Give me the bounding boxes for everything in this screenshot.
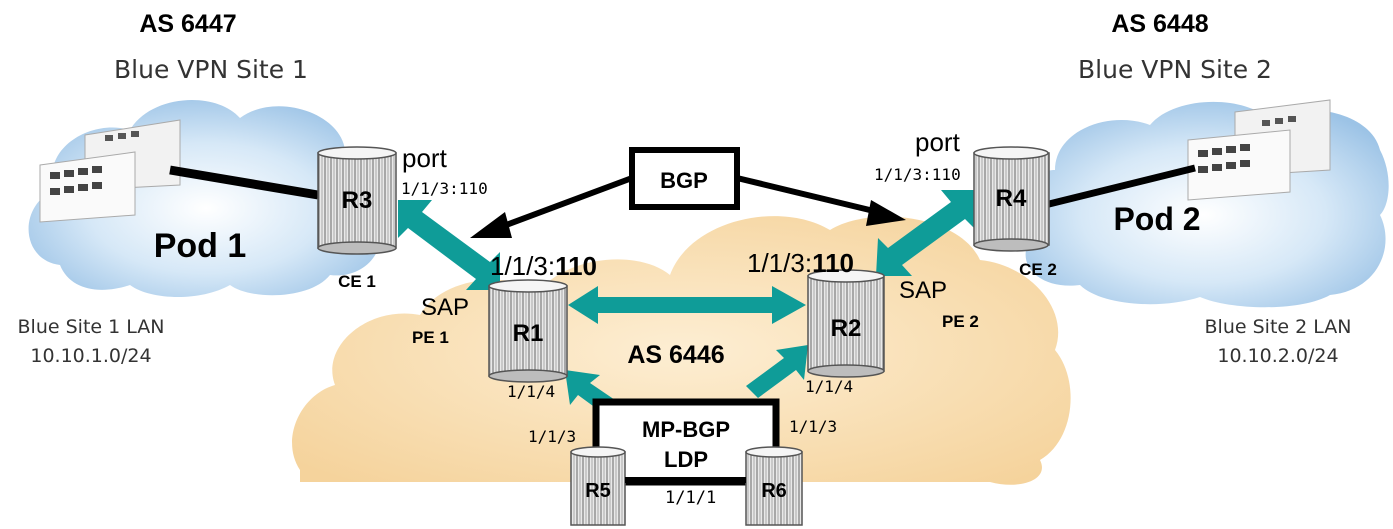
right-site-cloud-icon xyxy=(1018,101,1389,308)
core-as-label: AS 6446 xyxy=(627,341,724,369)
r6-port-113: 1/1/3 xyxy=(789,417,837,436)
left-lan-subnet: 10.10.1.0/24 xyxy=(30,345,151,367)
r1-sap-port: 1/1/3:110 xyxy=(490,251,597,281)
router-r3-icon xyxy=(317,146,397,255)
right-site-name: Blue VPN Site 2 xyxy=(1078,55,1272,84)
left-as-label: AS 6447 xyxy=(139,10,236,38)
router-r1-label: R1 xyxy=(513,320,544,347)
router-r4-icon xyxy=(973,146,1050,252)
r1-port-114: 1/1/4 xyxy=(507,382,555,401)
left-building-icon xyxy=(39,119,181,223)
r2-port-114: 1/1/4 xyxy=(805,377,853,396)
left-site-name: Blue VPN Site 1 xyxy=(114,55,308,84)
router-r2-icon xyxy=(807,269,885,378)
left-lan-link xyxy=(169,165,319,200)
left-lan-title: Blue Site 1 LAN xyxy=(18,316,165,338)
ce1-label: CE 1 xyxy=(338,272,376,291)
r5-port-113: 1/1/3 xyxy=(528,427,576,446)
ce2-label: CE 2 xyxy=(1019,260,1057,279)
mpbgp-label: MP-BGP xyxy=(642,417,730,442)
left-port-label: port xyxy=(402,143,448,173)
right-pod-label: Pod 2 xyxy=(1113,201,1200,237)
left-pod-label: Pod 1 xyxy=(154,227,247,265)
right-port-label: port xyxy=(915,127,961,157)
router-r5-icon xyxy=(570,446,626,526)
router-r6-icon xyxy=(745,446,803,526)
bgp-arrows xyxy=(470,175,906,238)
pe1-label: PE 1 xyxy=(412,328,449,347)
r2-sap-port: 1/1/3:110 xyxy=(747,248,854,278)
right-sap-label: SAP xyxy=(899,277,947,304)
right-as-label: AS 6448 xyxy=(1111,10,1208,38)
r5-r6-port-111: 1/1/1 xyxy=(665,488,716,508)
pe2-label: PE 2 xyxy=(942,312,979,331)
right-lan-link xyxy=(1044,164,1196,209)
router-r6-label: R6 xyxy=(761,480,787,502)
router-r3-label: R3 xyxy=(342,187,373,214)
right-lan-title: Blue Site 2 LAN xyxy=(1205,316,1352,338)
router-r1-icon xyxy=(488,279,568,383)
router-r2-label: R2 xyxy=(831,315,862,342)
left-sap-label: SAP xyxy=(421,294,469,321)
bgp-box xyxy=(629,147,740,210)
bgp-label: BGP xyxy=(660,168,708,193)
right-port-id: 1/1/3:110 xyxy=(874,165,961,184)
ldp-label: LDP xyxy=(664,447,708,472)
left-port-id: 1/1/3:110 xyxy=(401,179,488,198)
right-lan-subnet: 10.10.2.0/24 xyxy=(1217,345,1338,367)
right-building-icon xyxy=(1187,99,1331,201)
router-r4-label: R4 xyxy=(996,185,1027,212)
router-r5-label: R5 xyxy=(585,480,611,502)
